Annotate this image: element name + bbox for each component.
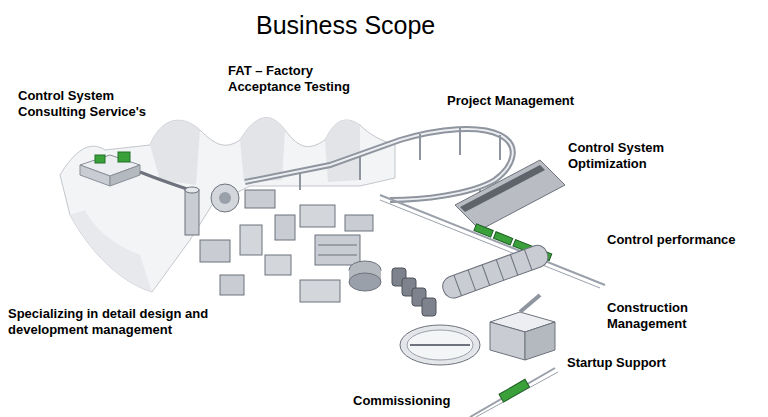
support xyxy=(419,134,421,160)
green-machine xyxy=(95,155,105,163)
tower-top xyxy=(185,187,199,193)
rail xyxy=(476,372,558,417)
kiln-body xyxy=(440,243,551,301)
machine xyxy=(345,215,373,231)
scope-label: Project Management xyxy=(447,93,647,109)
machine xyxy=(240,225,262,255)
support xyxy=(299,172,301,190)
tank-base xyxy=(349,273,381,291)
truck xyxy=(499,379,529,402)
hoppers xyxy=(392,268,436,316)
machine xyxy=(245,190,275,208)
machine xyxy=(200,240,230,262)
kiln-rib xyxy=(482,265,490,286)
green-machine xyxy=(118,152,130,162)
kiln xyxy=(440,243,551,301)
room-side xyxy=(110,165,140,186)
packing-building xyxy=(490,295,555,360)
mill xyxy=(211,184,239,212)
wagon xyxy=(493,232,512,245)
scope-label: Control System Optimization xyxy=(568,140,690,172)
building-side xyxy=(525,322,555,360)
rail xyxy=(470,368,555,417)
pipe xyxy=(140,172,190,190)
clarifier-bridge xyxy=(410,344,470,346)
tower xyxy=(185,190,199,235)
cliff-wall xyxy=(60,118,395,292)
scope-label: Startup Support xyxy=(567,355,727,371)
machine xyxy=(315,235,360,265)
machine xyxy=(220,275,244,295)
support xyxy=(459,128,461,155)
machine xyxy=(275,215,295,240)
shed-roof xyxy=(455,160,565,230)
building-side xyxy=(490,322,525,360)
kiln-rib xyxy=(524,249,532,270)
machine xyxy=(300,205,335,227)
scope-label: Specializing in detail design and develo… xyxy=(8,306,220,338)
hopper xyxy=(422,298,436,316)
support xyxy=(499,135,501,160)
kiln-rib xyxy=(468,270,476,291)
scope-label: FAT – Factory Acceptance Testing xyxy=(228,63,366,95)
clarifier xyxy=(400,325,480,365)
shed-stripe xyxy=(460,165,545,212)
room-side xyxy=(80,165,110,186)
clarifier-rim xyxy=(400,325,480,365)
machine xyxy=(265,255,291,275)
scope-label: Construction Management xyxy=(607,300,729,332)
scope-label: Control System Consulting Service's xyxy=(18,88,168,120)
wall-shade xyxy=(150,120,200,185)
conveyor-belt xyxy=(245,129,513,200)
mill-hub xyxy=(219,192,231,204)
kiln-rib xyxy=(454,275,462,296)
wall-body xyxy=(60,118,395,292)
truck-body xyxy=(499,379,529,402)
stockpile-shed xyxy=(455,160,565,230)
machine xyxy=(300,280,340,302)
detail xyxy=(318,255,357,256)
scope-label: Control performance xyxy=(607,232,762,248)
conveyor xyxy=(245,128,513,205)
wall-shade xyxy=(325,120,360,182)
wall-shade xyxy=(70,210,152,292)
kiln-rib xyxy=(496,260,504,281)
process-equipment xyxy=(185,184,381,302)
clarifier-basin xyxy=(407,330,473,360)
chute xyxy=(520,295,540,312)
kiln-rib xyxy=(510,255,518,276)
detail xyxy=(318,245,357,246)
conveyor-top xyxy=(245,129,513,200)
support xyxy=(359,156,361,180)
slide-title: Business Scope xyxy=(256,10,435,40)
scope-label: Commissioning xyxy=(353,393,493,409)
rail-track-lower xyxy=(470,368,558,417)
control-room xyxy=(80,152,190,190)
wagon xyxy=(474,224,493,237)
